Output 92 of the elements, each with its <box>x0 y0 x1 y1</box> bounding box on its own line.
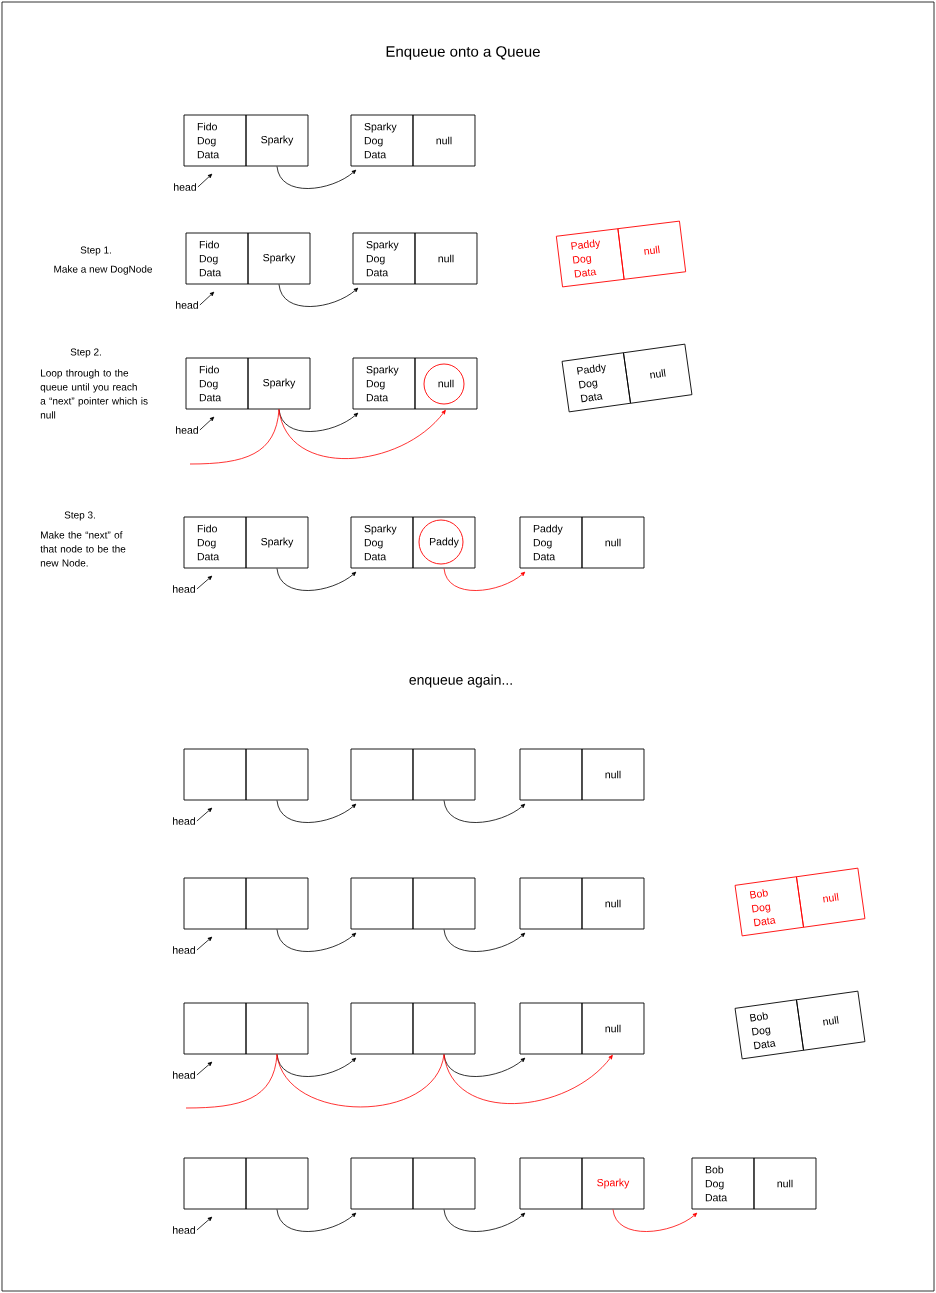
pointer-cell: Sparky <box>581 1157 645 1210</box>
data-cell <box>519 1002 583 1055</box>
step-description: Make the “next” of that node to be the new Node. <box>40 531 126 567</box>
pointer-arrow <box>612 1209 698 1232</box>
data-cell <box>183 748 247 801</box>
data-cell <box>350 1002 414 1055</box>
pointer-cell: null <box>581 877 645 930</box>
pointer-cell: Paddy <box>412 516 476 569</box>
section-heading: enqueue again... <box>409 674 512 688</box>
step-heading: Step 2. <box>70 348 101 358</box>
pointer-arrow <box>278 284 359 307</box>
step-description: Loop through to the queue until you reach a “next” pointer which is null <box>40 369 148 419</box>
pointer-cell <box>245 1157 309 1210</box>
pointer-arrow <box>443 800 526 823</box>
data-cell: Sparky Dog Data <box>350 516 414 569</box>
data-cell <box>350 1157 414 1210</box>
step-heading: Step 3. <box>64 511 95 521</box>
pointer-cell: null <box>796 990 866 1051</box>
pointer-label: head <box>176 301 198 309</box>
data-cell: Bob Dog Data <box>734 999 804 1060</box>
pointer-cell: Sparky <box>245 114 309 167</box>
pointer-label: head <box>173 1071 195 1079</box>
data-cell <box>519 877 583 930</box>
data-cell: Paddy Dog Data <box>561 352 631 413</box>
pointer-cell: null <box>623 343 693 404</box>
pointer-arrow <box>276 1209 357 1232</box>
pointer-cell: null <box>412 114 476 167</box>
data-cell <box>350 877 414 930</box>
pointer-cell: null <box>617 220 687 280</box>
pointer-arrow <box>196 1061 213 1076</box>
pointer-arrow <box>196 807 213 822</box>
data-cell <box>183 1002 247 1055</box>
pointer-arrow <box>199 416 215 431</box>
data-cell: Sparky Dog Data <box>352 232 416 285</box>
pointer-arrow <box>276 568 357 591</box>
pointer-cell <box>412 1157 476 1210</box>
pointer-arrow <box>276 929 357 952</box>
pointer-arrow <box>196 1216 213 1231</box>
pointer-label: head <box>173 817 195 825</box>
pointer-arrow <box>199 291 215 306</box>
pointer-arrow <box>443 1054 526 1077</box>
pointer-cell: null <box>796 867 866 928</box>
data-cell <box>183 1157 247 1210</box>
pointer-arrow <box>196 936 213 951</box>
pointer-arrow <box>443 929 526 952</box>
title: Enqueue onto a Queue <box>386 46 540 60</box>
pointer-arrow <box>276 166 357 189</box>
data-cell: Fido Dog Data <box>183 516 247 569</box>
data-cell: Fido Dog Data <box>183 114 247 167</box>
pointer-arrow <box>196 575 213 590</box>
pointer-label: head <box>173 1226 195 1234</box>
pointer-cell: Sparky <box>247 357 311 410</box>
pointer-label: head <box>173 585 195 593</box>
data-cell: Paddy Dog Data <box>555 228 625 288</box>
data-cell <box>350 748 414 801</box>
pointer-cell: Sparky <box>247 232 311 285</box>
step-heading: Step 1. <box>80 246 111 256</box>
step-description: Make a new DogNode <box>54 265 152 275</box>
pointer-cell: null <box>581 516 645 569</box>
pointer-arrow <box>443 1209 526 1232</box>
pointer-arrow <box>443 568 526 591</box>
pointer-cell <box>412 748 476 801</box>
pointer-cell: null <box>414 357 478 410</box>
data-cell: Fido Dog Data <box>185 357 249 410</box>
pointer-cell: Sparky <box>245 516 309 569</box>
pointer-cell: null <box>414 232 478 285</box>
data-cell: Paddy Dog Data <box>519 516 583 569</box>
data-cell <box>519 1157 583 1210</box>
traversal-arrow <box>278 409 446 459</box>
pointer-label: head <box>176 426 198 434</box>
pointer-cell <box>412 877 476 930</box>
pointer-cell <box>412 1002 476 1055</box>
pointer-cell <box>245 877 309 930</box>
pointer-cell: null <box>581 1002 645 1055</box>
pointer-arrow <box>276 800 357 823</box>
pointer-cell <box>245 1002 309 1055</box>
data-cell: Sparky Dog Data <box>350 114 414 167</box>
data-cell <box>183 877 247 930</box>
pointer-arrow <box>278 409 359 432</box>
pointer-cell <box>245 748 309 801</box>
data-cell: Sparky Dog Data <box>352 357 416 410</box>
pointer-cell: null <box>753 1157 817 1210</box>
pointer-label: head <box>174 183 196 191</box>
data-cell: Fido Dog Data <box>185 232 249 285</box>
data-cell <box>519 748 583 801</box>
traversal-arrow <box>443 1054 613 1104</box>
pointer-arrow <box>197 173 213 188</box>
pointer-cell: null <box>581 748 645 801</box>
data-cell: Bob Dog Data <box>691 1157 755 1210</box>
pointer-label: head <box>173 946 195 954</box>
pointer-arrow <box>276 1054 357 1077</box>
data-cell: Bob Dog Data <box>734 876 804 937</box>
